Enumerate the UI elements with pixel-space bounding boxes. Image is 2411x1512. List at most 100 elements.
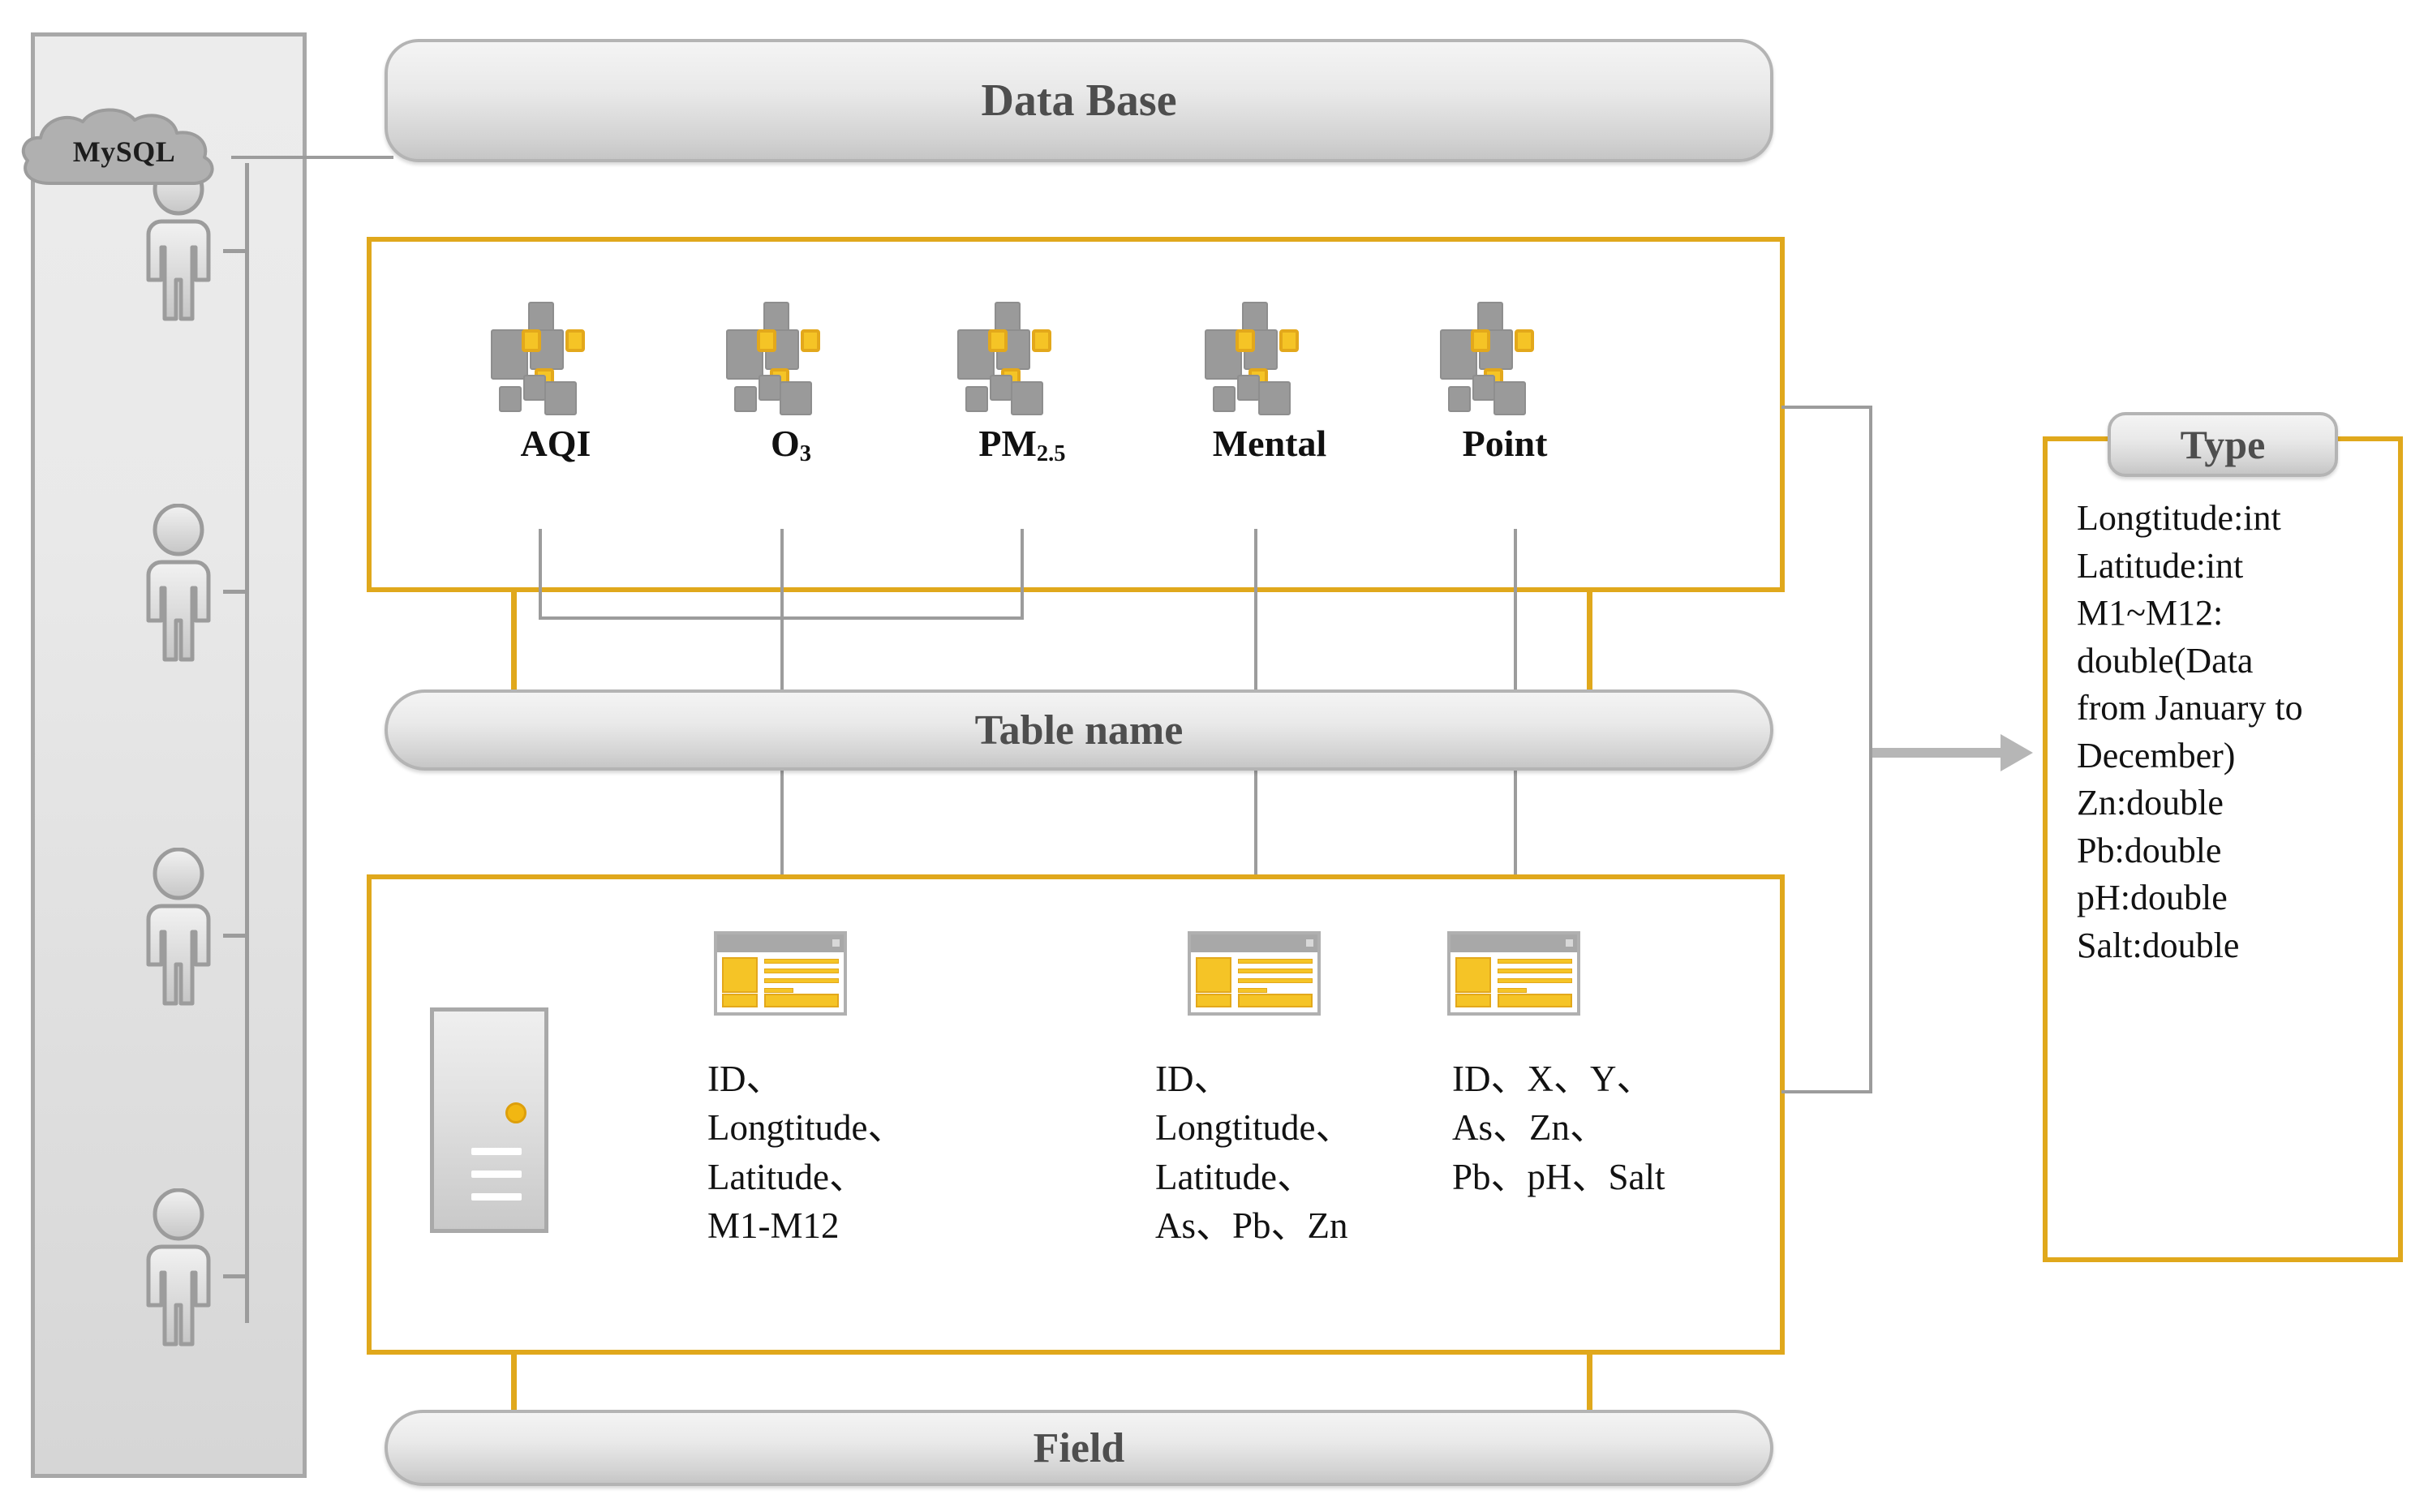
form-thumb bbox=[1196, 957, 1231, 993]
form-titlebar bbox=[1191, 934, 1317, 952]
person-icon bbox=[131, 848, 226, 1007]
type-arrow-head bbox=[2001, 734, 2033, 771]
server-status-dot bbox=[505, 1102, 526, 1123]
table-item-point[interactable]: Point bbox=[1403, 302, 1606, 465]
field-column-aqi: ID、 Longtitude、 Latitude、 M1-M12 bbox=[707, 1059, 905, 1246]
form-titlebar bbox=[717, 934, 844, 952]
form-line bbox=[1238, 959, 1313, 964]
type-line: M1~M12: bbox=[2077, 593, 2224, 634]
form-button-small bbox=[722, 994, 758, 1007]
yellow-connector-left-field bbox=[511, 1350, 517, 1418]
form-thumb bbox=[1455, 957, 1491, 993]
user-connector-stub bbox=[223, 590, 247, 594]
mysql-label: MySQL bbox=[72, 135, 176, 168]
server-vent-line bbox=[471, 1193, 522, 1201]
field-column-point: ID、X、Y、 As、Zn、 Pb、pH、Salt bbox=[1452, 1059, 1665, 1197]
server-vent-line bbox=[471, 1148, 522, 1155]
user-connector-stub bbox=[223, 934, 247, 938]
user-connector-stub bbox=[223, 1274, 247, 1278]
database-header-pill: Data Base bbox=[385, 39, 1773, 162]
form-button-wide bbox=[1238, 994, 1313, 1007]
table-label: PM2.5 bbox=[978, 423, 1066, 467]
table-item-aqi[interactable]: AQI bbox=[454, 302, 657, 465]
mysql-to-database-line bbox=[231, 156, 393, 159]
form-button-small bbox=[1196, 994, 1231, 1007]
form-close-button bbox=[1566, 939, 1573, 947]
table-label: O3 bbox=[770, 423, 812, 467]
table-label: Point bbox=[1462, 423, 1548, 464]
type-line: Latitude:int bbox=[2077, 545, 2244, 586]
table-cluster-icon bbox=[726, 302, 856, 415]
form-window-icon bbox=[1447, 931, 1580, 1016]
form-window-icon bbox=[714, 931, 847, 1016]
table-cluster-icon bbox=[1205, 302, 1334, 415]
table-cluster-icon bbox=[491, 302, 621, 415]
yellow-connector-right-field bbox=[1587, 1350, 1592, 1418]
form-line bbox=[764, 978, 839, 983]
form-line bbox=[1498, 988, 1527, 993]
person-icon bbox=[131, 504, 226, 663]
user-bus-line bbox=[245, 163, 249, 1323]
table-label: AQI bbox=[520, 423, 591, 464]
yellow-connector-right-tablename bbox=[1587, 589, 1592, 693]
form-line bbox=[1498, 978, 1572, 983]
form-line bbox=[1238, 988, 1267, 993]
form-line bbox=[1498, 969, 1572, 973]
form-button-wide bbox=[1498, 994, 1572, 1007]
mysql-cloud-icon: MySQL bbox=[15, 104, 234, 205]
type-line: Salt:double bbox=[2077, 925, 2240, 965]
table-label: Mental bbox=[1212, 423, 1327, 464]
connector-pm25 bbox=[1021, 529, 1024, 620]
form-body bbox=[722, 957, 839, 1007]
database-label: Data Base bbox=[981, 75, 1177, 126]
table-item-pm25[interactable]: PM2.5 bbox=[921, 302, 1124, 467]
form-button-wide bbox=[764, 994, 839, 1007]
connector-aqi bbox=[539, 529, 542, 620]
form-button-small bbox=[1455, 994, 1491, 1007]
field-column-mental: ID、 Longtitude、 Latitude、 As、Pb、Zn bbox=[1155, 1059, 1352, 1246]
type-line: pH:double bbox=[2077, 878, 2228, 918]
type-line: Zn:double bbox=[2077, 783, 2224, 823]
form-line bbox=[764, 988, 793, 993]
table-cluster-icon bbox=[1440, 302, 1570, 415]
type-box bbox=[2043, 436, 2403, 1262]
field-label: Field bbox=[1033, 1424, 1125, 1471]
type-bracket-top bbox=[1781, 406, 1872, 409]
yellow-connector-left-tablename bbox=[511, 589, 517, 693]
type-title: Type bbox=[2180, 422, 2266, 467]
form-line bbox=[1238, 978, 1313, 983]
type-line: December) bbox=[2077, 735, 2236, 775]
type-header-pill: Type bbox=[2108, 412, 2338, 477]
table-item-o3[interactable]: O3 bbox=[690, 302, 892, 467]
form-window-icon bbox=[1188, 931, 1321, 1016]
table-name-label: Table name bbox=[974, 707, 1184, 754]
form-line bbox=[764, 969, 839, 973]
table-name-pill: Table name bbox=[385, 689, 1773, 771]
table-item-mental[interactable]: Mental bbox=[1168, 302, 1371, 465]
form-thumb bbox=[722, 957, 758, 993]
tables-box bbox=[367, 237, 1785, 592]
type-line: from January to bbox=[2077, 688, 2303, 728]
form-body bbox=[1455, 957, 1572, 1007]
users-panel bbox=[31, 32, 307, 1478]
form-line bbox=[1238, 969, 1313, 973]
user-connector-stub bbox=[223, 249, 247, 253]
form-line bbox=[764, 959, 839, 964]
field-pill: Field bbox=[385, 1410, 1773, 1486]
type-bracket-bottom bbox=[1781, 1090, 1872, 1093]
form-body bbox=[1196, 957, 1313, 1007]
person-icon bbox=[131, 1188, 226, 1347]
server-icon bbox=[430, 1007, 548, 1233]
type-arrow-shaft bbox=[1872, 748, 2002, 758]
type-line: Pb:double bbox=[2077, 830, 2222, 870]
form-line bbox=[1498, 959, 1572, 964]
form-close-button bbox=[1306, 939, 1313, 947]
table-cluster-icon bbox=[957, 302, 1087, 415]
type-line: double(Data bbox=[2077, 640, 2254, 681]
server-vent-line bbox=[471, 1171, 522, 1178]
form-titlebar bbox=[1450, 934, 1577, 952]
form-close-button bbox=[832, 939, 840, 947]
type-list: Longtitude:int Latitude:int M1~M12: doub… bbox=[2077, 495, 2383, 969]
type-line: Longtitude:int bbox=[2077, 498, 2281, 538]
type-bracket-vertical bbox=[1869, 406, 1872, 1093]
